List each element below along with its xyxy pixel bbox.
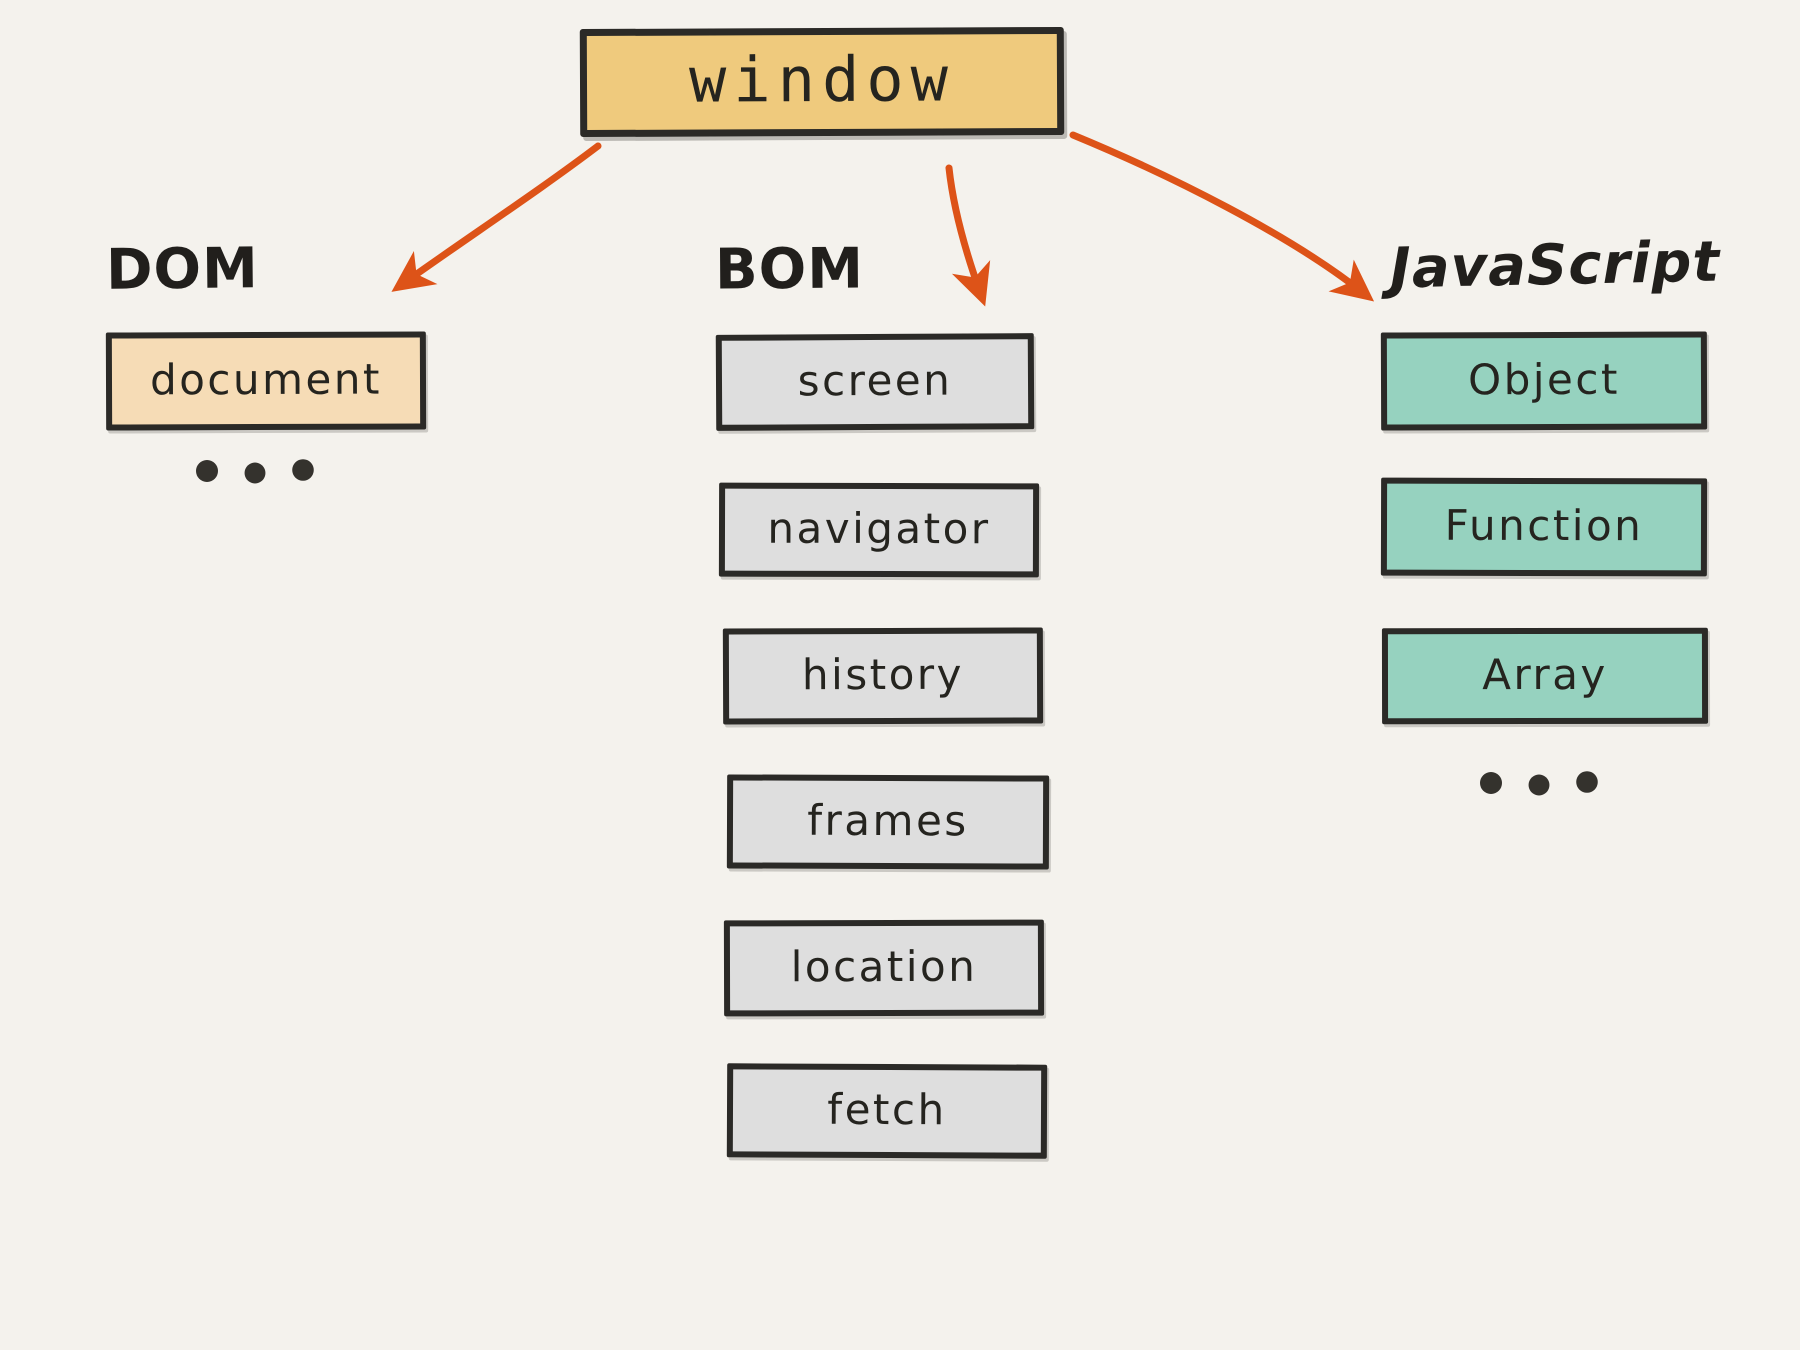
ellipsis-dot: [196, 460, 218, 482]
node-screen[interactable]: screen: [715, 333, 1035, 431]
node-document[interactable]: document: [105, 331, 427, 431]
node-document-label: document: [149, 354, 383, 405]
ellipsis-dot: [1528, 774, 1550, 796]
node-object[interactable]: Object: [1380, 331, 1708, 431]
node-function-label: Function: [1444, 500, 1644, 551]
node-navigator-label: navigator: [767, 503, 991, 554]
node-fetch-label: fetch: [827, 1084, 947, 1135]
node-location-label: location: [790, 941, 978, 992]
node-fetch[interactable]: fetch: [726, 1063, 1048, 1159]
node-object-label: Object: [1468, 354, 1620, 405]
node-location[interactable]: location: [723, 919, 1045, 1017]
node-frames[interactable]: frames: [726, 774, 1050, 870]
node-function[interactable]: Function: [1380, 477, 1708, 577]
ellipsis-javascript: [1480, 771, 1598, 796]
ellipsis-dot: [292, 459, 314, 481]
node-window-label: window: [688, 42, 956, 117]
ellipsis-dot: [244, 462, 266, 484]
node-array[interactable]: Array: [1381, 627, 1709, 725]
node-navigator[interactable]: navigator: [718, 482, 1040, 578]
ellipsis-dot: [1576, 771, 1598, 793]
node-history[interactable]: history: [722, 627, 1044, 725]
ellipsis-dot: [1480, 772, 1502, 794]
arrow-window-to-dom: [391, 142, 602, 292]
group-heading-bom: BOM: [714, 236, 865, 303]
arrow-window-to-bom: [945, 164, 991, 307]
arrow-window-to-javascript: [1069, 131, 1375, 302]
node-history-label: history: [801, 649, 965, 700]
node-screen-label: screen: [797, 355, 953, 406]
node-frames-label: frames: [807, 795, 969, 846]
group-heading-dom: DOM: [105, 236, 260, 303]
ellipsis-dom: [196, 459, 314, 484]
node-array-label: Array: [1482, 649, 1608, 700]
node-window[interactable]: window: [579, 26, 1065, 138]
group-heading-javascript: JavaScript: [1389, 229, 1721, 302]
